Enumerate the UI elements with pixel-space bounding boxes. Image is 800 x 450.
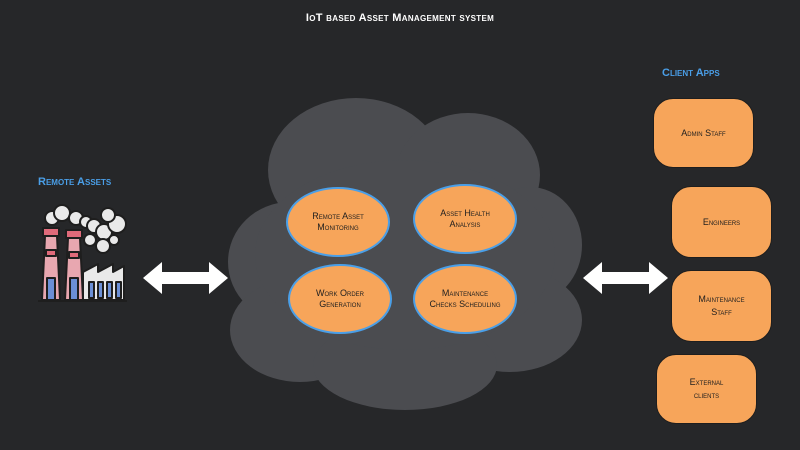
remote-assets-label: Remote Assets bbox=[38, 176, 112, 188]
client-external-clients: External clients bbox=[656, 354, 757, 424]
client-engineers: Engineers bbox=[671, 186, 772, 258]
client-apps-label: Client Apps bbox=[662, 67, 720, 79]
client-admin-staff: Admin Staff bbox=[653, 98, 754, 168]
service-maintenance-checks-scheduling: Maintenance Checks Scheduling bbox=[413, 264, 517, 334]
service-asset-health-analysis: Asset Health Analysis bbox=[413, 184, 517, 254]
cloud-shape bbox=[228, 98, 582, 410]
service-work-order-generation: Work Order Generation bbox=[288, 264, 392, 334]
factory-icon bbox=[38, 204, 127, 302]
service-remote-asset-monitoring: Remote Asset Monitoring bbox=[286, 187, 390, 257]
right-bidirectional-arrow bbox=[583, 262, 668, 294]
diagram-title: IoT based Asset Management system bbox=[305, 12, 495, 24]
client-maintenance-staff: Maintenance Staff bbox=[671, 270, 772, 342]
left-bidirectional-arrow bbox=[143, 262, 228, 294]
